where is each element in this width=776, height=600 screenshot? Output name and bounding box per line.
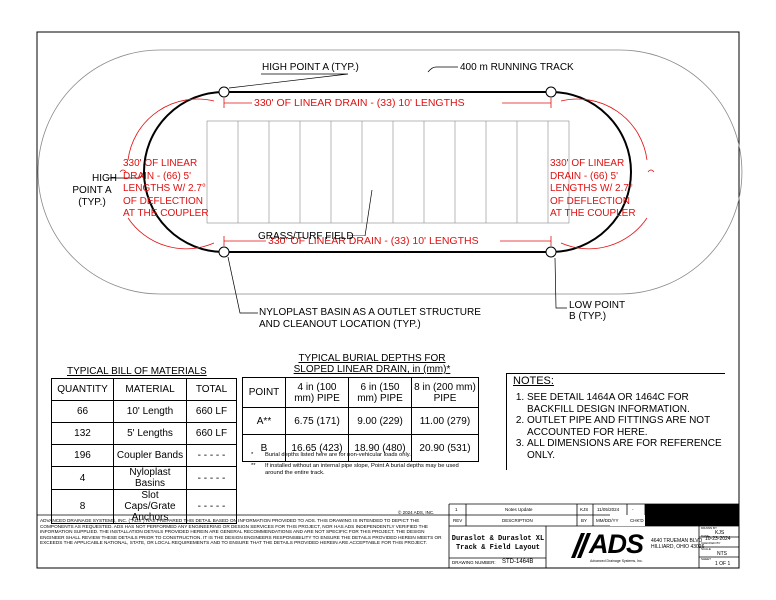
drain-right-label: 330' OF LINEAR DRAIN - (66) 5' LENGTHS W… bbox=[550, 158, 636, 219]
address: 4640 TRUEMAN BLVD HILLIARD, OHIO 43026 bbox=[651, 538, 705, 550]
field-lines bbox=[237, 121, 549, 223]
field-label: GRASS/TURF FIELD bbox=[258, 231, 354, 242]
drain-left-label: 330' OF LINEAR DRAIN - (66) 5' LENGTHS W… bbox=[123, 158, 209, 219]
basin-label: NYLOPLAST BASIN AS A OUTLET STRUCTURE AN… bbox=[259, 307, 481, 330]
track-outer-edge bbox=[37, 49, 743, 295]
basin-marker bbox=[218, 246, 230, 258]
title-block-black-cell bbox=[645, 504, 739, 526]
copyright: © 2024 ADS, INC. bbox=[398, 510, 435, 515]
drawing-title: Duraslot & Duraslot XL Track & Field Lay… bbox=[451, 535, 545, 552]
drawing-number: STD-1464B bbox=[502, 559, 534, 565]
high-point-left-label: HIGH POINT A (TYP.) bbox=[72, 173, 117, 208]
sheet-border bbox=[36, 31, 740, 569]
low-point-label: LOW POINT B (TYP.) bbox=[569, 300, 626, 322]
burial-footnotes: * Burial depths listed here are for non-… bbox=[251, 452, 459, 476]
ads-logo-mark bbox=[571, 533, 591, 558]
track-label: 400 m RUNNING TRACK bbox=[460, 62, 574, 73]
burial-title: TYPICAL BURIAL DEPTHS FOR SLOPED LINEAR … bbox=[293, 353, 451, 375]
bom-title: TYPICAL BILL OF MATERIALS bbox=[67, 366, 207, 377]
disclaimer: ADVANCED DRAINAGE SYSTEMS, INC. ("ADS") … bbox=[40, 518, 442, 546]
burial-table: POINT 4 in (100 mm) PIPE 6 in (150 mm) P… bbox=[242, 377, 479, 462]
notes-box bbox=[506, 373, 725, 470]
table-row: A**6.75 (171)9.00 (229)11.00 (279) bbox=[242, 407, 479, 435]
high-point-top-label: HIGH POINT A (TYP.) bbox=[262, 62, 359, 73]
notes-title: NOTES: bbox=[513, 375, 554, 387]
notes-list: SEE DETAIL 1464A OR 1464C FOR BACKFILL D… bbox=[513, 392, 733, 461]
ads-logo: ADS bbox=[589, 529, 644, 559]
field-outline bbox=[206, 120, 570, 224]
drain-top-label: 330' OF LINEAR DRAIN - (33) 10' LENGTHS bbox=[252, 97, 467, 109]
drain-bottom-label: 330' OF LINEAR DRAIN - (33) 10' LENGTHS bbox=[266, 235, 481, 247]
basin-marker bbox=[545, 246, 557, 258]
high-point-marker bbox=[218, 86, 230, 98]
high-point-marker bbox=[545, 86, 557, 98]
